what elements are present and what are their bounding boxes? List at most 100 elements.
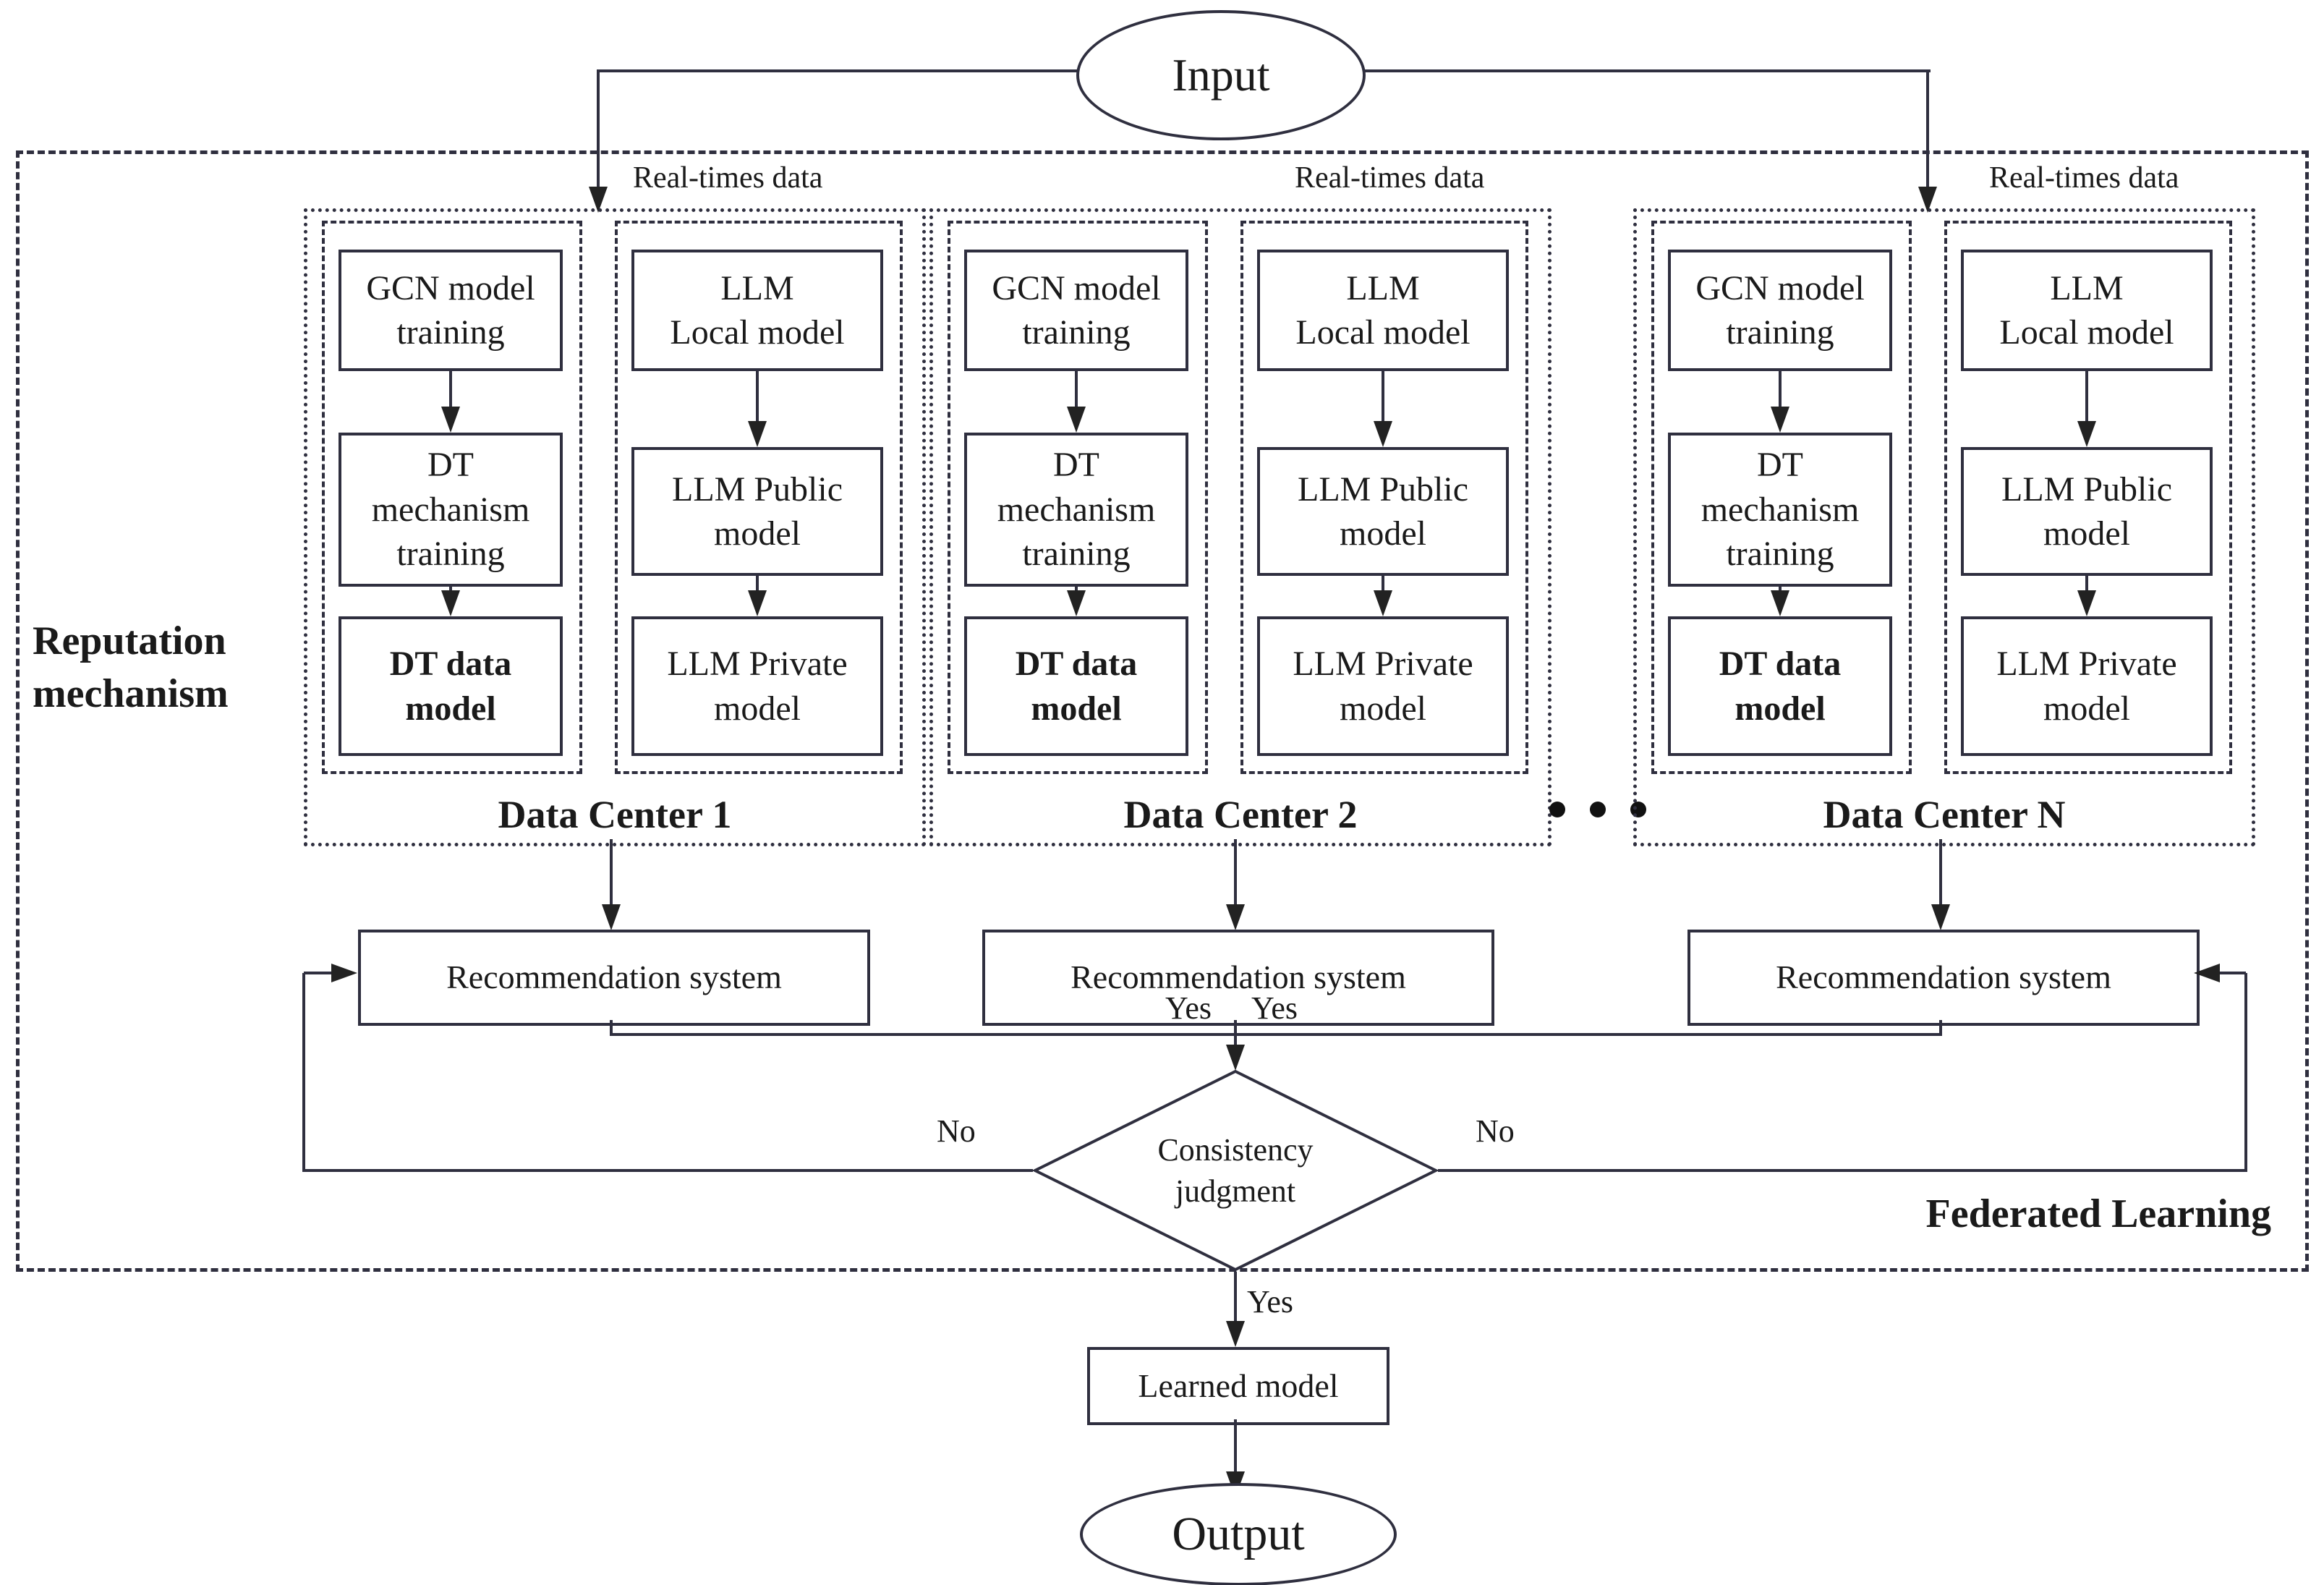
federated-learning-label: Federated Learning: [1925, 1191, 2271, 1236]
arrow-down-icon: [441, 590, 460, 616]
yes-label: Yes: [1165, 990, 1212, 1026]
connector-line: [1382, 570, 1384, 590]
llm-local-model-node: LLM Local model: [631, 250, 883, 371]
connector-line: [756, 570, 759, 590]
data-center-label: Data Center 2: [1123, 793, 1358, 836]
connector-line: [1234, 1272, 1237, 1324]
federated-learning-box: [16, 150, 2309, 1272]
connector-line: [1926, 69, 1929, 190]
connector-line: [1382, 365, 1384, 421]
connector-line: [2085, 570, 2088, 590]
arrow-down-icon: [748, 590, 767, 616]
connector-line: [1438, 1169, 2247, 1172]
diamond-shape-icon: [1031, 1069, 1439, 1272]
consistency-judgment-node: Consistency judgment: [1031, 1069, 1439, 1272]
arrow-left-icon: [2194, 964, 2220, 982]
llm-private-model-node: LLM Private model: [1257, 616, 1509, 756]
connector-line: [2217, 972, 2246, 974]
arrow-down-icon: [1374, 590, 1392, 616]
connector-line: [1360, 69, 1931, 72]
consistency-judgment-label: Consistency judgment: [1157, 1131, 1314, 1209]
connector-line: [597, 69, 600, 190]
llm-pipeline-box: [1944, 221, 2232, 774]
dt-data-model-node: DT data model: [1668, 616, 1892, 756]
gcn-pipeline-box: [948, 221, 1208, 774]
arrow-down-icon: [1931, 904, 1950, 930]
data-center-box: GCN model training DT mechanism training…: [304, 208, 926, 846]
arrow-down-icon: [1771, 407, 1789, 433]
data-center-label: Data Center N: [1823, 793, 2066, 836]
arrow-down-icon: [1226, 904, 1245, 930]
yes-label: Yes: [1251, 990, 1298, 1026]
arrow-down-icon: [1374, 421, 1392, 447]
gcn-model-training-node: GCN model training: [1668, 250, 1892, 371]
arrow-down-icon: [1226, 1321, 1245, 1347]
arrow-down-icon: [1067, 590, 1086, 616]
arrow-down-icon: [1067, 407, 1086, 433]
connector-line: [302, 973, 305, 1172]
data-center-label: Data Center 1: [498, 793, 732, 836]
connector-line: [1234, 839, 1237, 908]
recommendation-system-node: Recommendation system: [358, 930, 870, 1026]
learned-model-node: Learned model: [1087, 1347, 1389, 1425]
connector-line: [756, 365, 759, 421]
arrow-right-icon: [331, 964, 357, 982]
llm-pipeline-box: [615, 221, 903, 774]
data-center-box: GCN model training DT mechanism training…: [1633, 208, 2255, 846]
dot-icon: [1590, 802, 1606, 817]
gcn-pipeline-box: [1651, 221, 1912, 774]
connector-line: [2244, 973, 2247, 1172]
connector-line: [1779, 365, 1782, 407]
llm-pipeline-box: [1240, 221, 1528, 774]
connector-line: [1939, 1020, 1942, 1034]
connector-line: [1939, 839, 1942, 908]
arrow-down-icon: [1226, 1045, 1245, 1071]
llm-local-model-node: LLM Local model: [1257, 250, 1509, 371]
dt-mechanism-training-node: DT mechanism training: [339, 433, 563, 587]
recommendation-system-node: Recommendation system: [982, 930, 1494, 1026]
dot-icon: [1549, 802, 1565, 817]
connector-line: [1075, 365, 1078, 407]
llm-public-model-node: LLM Public model: [1961, 447, 2213, 576]
gcn-model-training-node: GCN model training: [964, 250, 1188, 371]
connector-line: [610, 839, 613, 908]
input-node: Input: [1076, 10, 1366, 140]
real-times-data-label: Real-times data: [633, 161, 823, 195]
yes-label: Yes: [1247, 1284, 1294, 1320]
no-label: No: [1476, 1113, 1515, 1149]
dt-mechanism-training-node: DT mechanism training: [964, 433, 1188, 587]
real-times-data-label: Real-times data: [1989, 161, 2179, 195]
gcn-pipeline-box: [322, 221, 582, 774]
reputation-mechanism-label: Reputation mechanism: [33, 619, 229, 716]
connector-line: [610, 1020, 613, 1034]
gcn-model-training-node: GCN model training: [339, 250, 563, 371]
llm-public-model-node: LLM Public model: [631, 447, 883, 576]
llm-private-model-node: LLM Private model: [1961, 616, 2213, 756]
connector-line: [304, 1169, 1033, 1172]
arrow-down-icon: [602, 904, 621, 930]
arrow-down-icon: [2077, 421, 2096, 447]
llm-private-model-node: LLM Private model: [631, 616, 883, 756]
output-node: Output: [1080, 1483, 1397, 1585]
dt-mechanism-training-node: DT mechanism training: [1668, 433, 1892, 587]
connector-line: [1234, 1419, 1237, 1474]
connector-line: [449, 365, 452, 407]
llm-public-model-node: LLM Public model: [1257, 447, 1509, 576]
no-label: No: [937, 1113, 976, 1149]
arrow-down-icon: [2077, 590, 2096, 616]
connector-line: [1234, 1020, 1237, 1048]
ellipsis-dots-icon: [1549, 802, 1646, 817]
arrow-down-icon: [748, 421, 767, 447]
connector-line: [2085, 365, 2088, 421]
arrow-down-icon: [441, 407, 460, 433]
real-times-data-label: Real-times data: [1295, 161, 1485, 195]
connector-line: [610, 1033, 1942, 1036]
data-center-box: GCN model training DT mechanism training…: [929, 208, 1552, 846]
dt-data-model-node: DT data model: [964, 616, 1188, 756]
recommendation-system-node: Recommendation system: [1687, 930, 2200, 1026]
connector-line: [598, 69, 1078, 72]
dt-data-model-node: DT data model: [339, 616, 563, 756]
arrow-down-icon: [1771, 590, 1789, 616]
llm-local-model-node: LLM Local model: [1961, 250, 2213, 371]
